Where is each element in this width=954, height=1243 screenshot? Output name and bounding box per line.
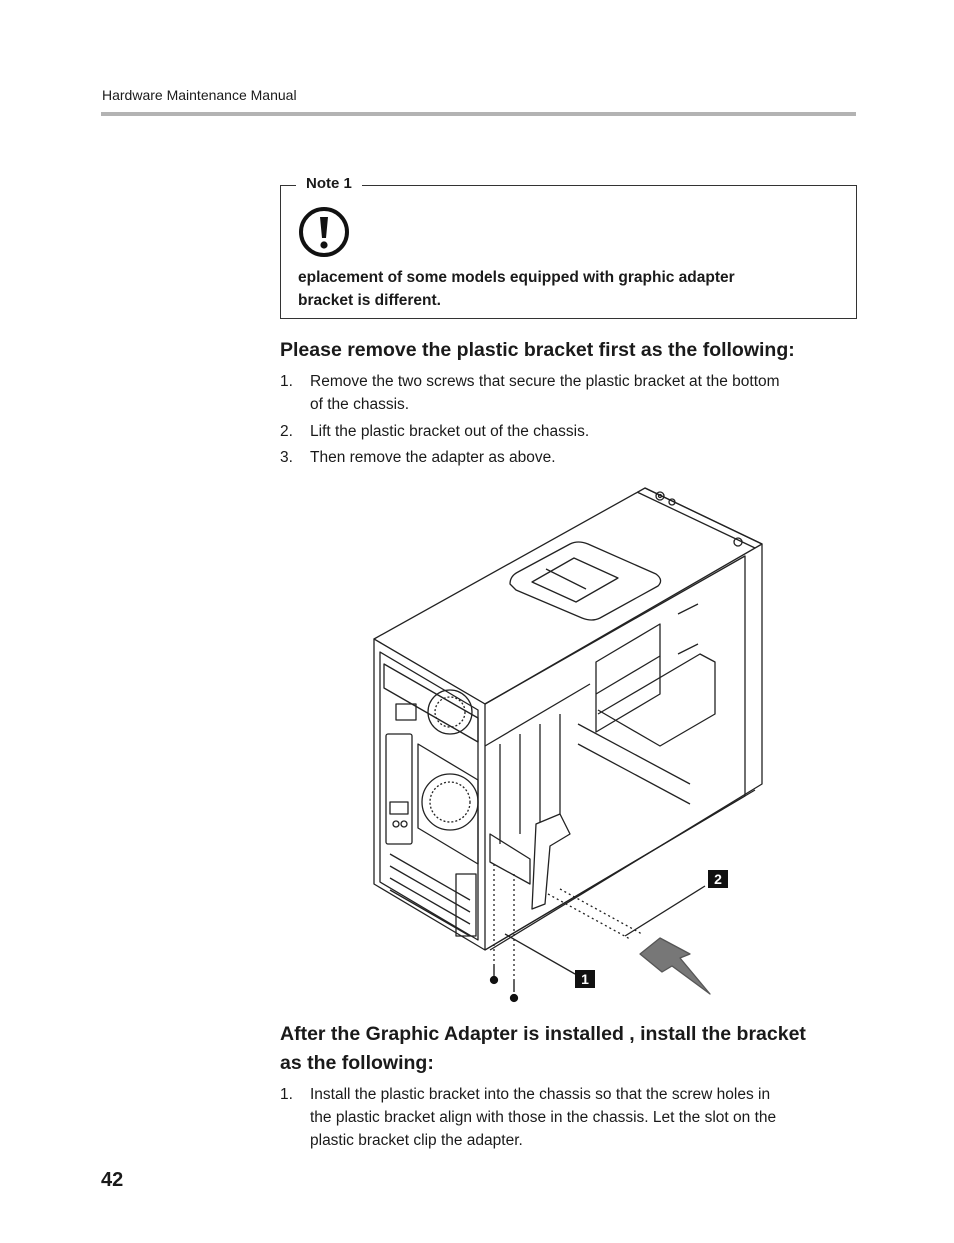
note-text: eplacement of some models equipped with … <box>298 266 838 312</box>
callout-2: 2 <box>714 871 722 887</box>
step-number: 1. <box>280 373 293 390</box>
exclamation-circle-icon <box>298 206 350 263</box>
header-rule <box>101 112 856 116</box>
note-legend: Note 1 <box>296 175 362 192</box>
callout-1: 1 <box>581 971 589 987</box>
section1-heading: Please remove the plastic bracket first … <box>280 339 795 361</box>
chassis-illustration: 1 2 <box>360 484 770 1014</box>
note-text-line: bracket is different. <box>298 292 441 309</box>
step-number: 3. <box>280 449 293 466</box>
step-number: 1. <box>280 1086 293 1103</box>
step-text: Remove the two screws that secure the pl… <box>310 373 780 390</box>
step-text: Then remove the adapter as above. <box>310 449 556 466</box>
note-text-line: eplacement of some models equipped with … <box>298 269 735 286</box>
step-text: of the chassis. <box>310 396 410 413</box>
note-box <box>280 185 857 319</box>
step-text: the plastic bracket align with those in … <box>310 1109 777 1126</box>
step-text: Lift the plastic bracket out of the chas… <box>310 423 590 440</box>
section2-heading: After the Graphic Adapter is installed ,… <box>280 1020 806 1078</box>
step-text: Install the plastic bracket into the cha… <box>310 1086 771 1103</box>
running-header: Hardware Maintenance Manual <box>102 87 297 103</box>
section2-heading-line: After the Graphic Adapter is installed ,… <box>280 1023 806 1045</box>
section2-heading-line: as the following: <box>280 1052 434 1074</box>
page-number: 42 <box>101 1169 124 1191</box>
step-number: 2. <box>280 423 293 440</box>
step-text: plastic bracket clip the adapter. <box>310 1132 523 1149</box>
